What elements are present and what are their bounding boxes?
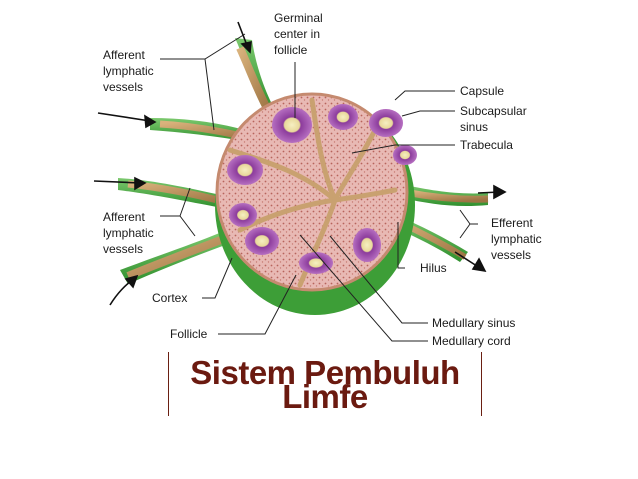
title-line-1: Sistem Pembuluh <box>190 354 460 391</box>
title-line-2: Limfe <box>282 378 368 415</box>
label-afferent-upper: Afferent lymphatic vessels <box>103 48 157 94</box>
label-cortex: Cortex <box>152 291 187 305</box>
flow-arrows <box>93 21 507 306</box>
label-medullary-sinus: Medullary sinus <box>432 316 515 330</box>
labels: Germinal center in follicle Afferent lym… <box>103 11 545 348</box>
label-trabecula: Trabecula <box>460 138 513 152</box>
label-subcapsular-sinus: Subcapsular sinus <box>460 104 530 134</box>
trabeculae <box>227 97 398 288</box>
leader-lines <box>160 33 478 342</box>
follicles <box>227 104 417 274</box>
title-banner: Sistem Pembuluh Limfe <box>168 352 482 416</box>
label-afferent-lower: Afferent lymphatic vessels <box>103 210 157 256</box>
label-efferent: Efferent lymphatic vessels <box>491 216 545 262</box>
label-capsule: Capsule <box>460 84 504 98</box>
label-follicle: Follicle <box>170 327 208 341</box>
label-hilus: Hilus <box>420 261 447 275</box>
label-medullary-cord: Medullary cord <box>432 334 511 348</box>
label-germinal-center: Germinal center in follicle <box>274 11 326 57</box>
